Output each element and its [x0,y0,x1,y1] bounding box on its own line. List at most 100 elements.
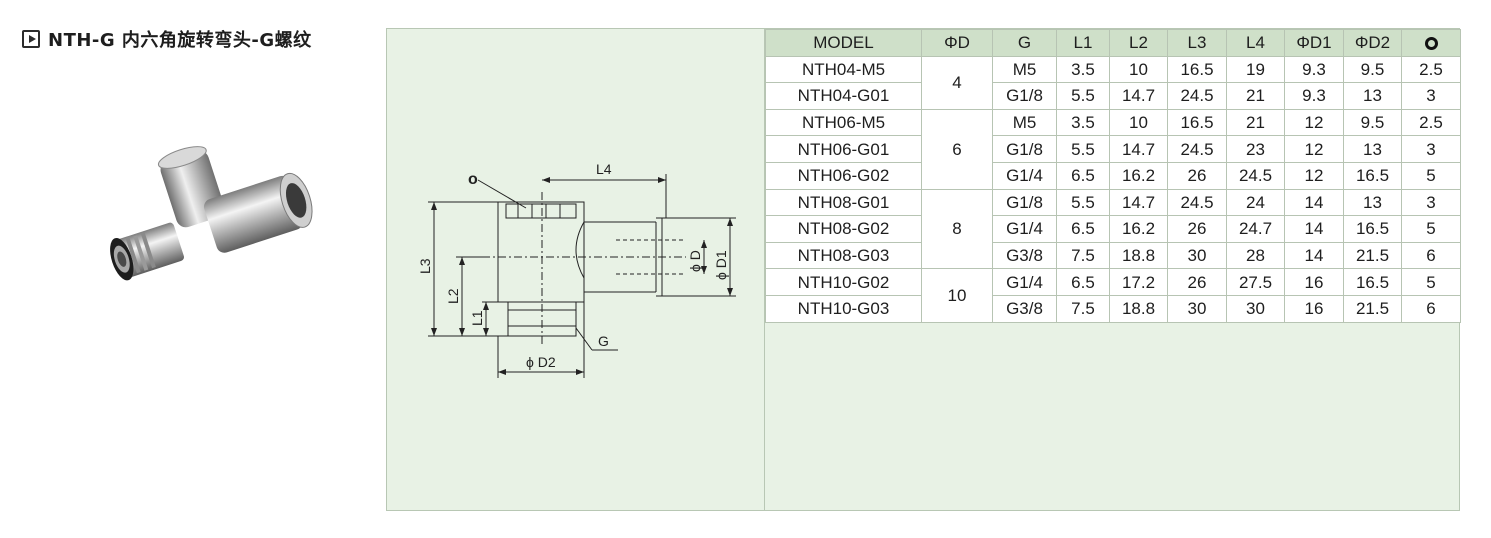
cell-l4: 19 [1226,55,1285,84]
table-row: NTH08-G03 G3/8 7.5 18.8 30 28 14 21.5 6 [765,241,1461,270]
cell-l2: 16.2 [1109,215,1168,243]
cell-l4: 23 [1226,135,1285,163]
cell-d2: 9.5 [1343,108,1402,137]
title-text: NTH-G 内六角旋转弯头-G螺纹 [48,30,312,51]
cell-d1: 14 [1284,215,1344,243]
section-title: NTH-G 内六角旋转弯头-G螺纹 [22,26,312,52]
cell-l3: 30 [1167,241,1227,270]
cell-d: 6 [921,108,993,190]
header-d: ΦD [921,29,993,57]
cell-l4: 27.5 [1226,268,1285,296]
cell-g: G1/8 [992,188,1057,217]
cell-oring: 3 [1401,82,1461,110]
cell-model: NTH08-G03 [765,241,922,270]
cell-model: NTH06-G02 [765,161,922,190]
cell-oring: 6 [1401,294,1461,323]
cell-d1: 12 [1284,108,1344,137]
header-l1: L1 [1056,29,1110,57]
cell-l2: 18.8 [1109,241,1168,270]
label-l4: L4 [596,161,612,177]
cell-d1: 16 [1284,268,1344,296]
cell-oring: 5 [1401,161,1461,190]
cell-l3: 24.5 [1167,82,1227,110]
cell-l2: 18.8 [1109,294,1168,323]
cell-l1: 7.5 [1056,241,1110,270]
table-row: NTH04-G01 G1/8 5.5 14.7 24.5 21 9.3 13 3 [765,82,1461,110]
cell-l2: 17.2 [1109,268,1168,296]
cell-oring: 3 [1401,135,1461,163]
label-l3: L3 [417,258,433,274]
cell-g: G1/4 [992,268,1057,296]
cell-g: G3/8 [992,294,1057,323]
cell-model: NTH10-G03 [765,294,922,323]
label-d2: ϕ D2 [526,354,556,370]
cell-model: NTH04-M5 [765,55,922,84]
cell-l2: 14.7 [1109,135,1168,163]
cell-d2: 13 [1343,135,1402,163]
cell-g: M5 [992,108,1057,137]
cell-l1: 7.5 [1056,294,1110,323]
cell-l3: 24.5 [1167,135,1227,163]
cell-d2: 13 [1343,82,1402,110]
table-row: NTH04-M5 4 M5 3.5 10 16.5 19 9.3 9.5 2.5 [765,55,1461,110]
cell-d1: 14 [1284,241,1344,270]
product-photo [110,146,313,281]
cell-oring: 5 [1401,215,1461,243]
cell-d: 8 [921,188,993,270]
cell-d1: 12 [1284,161,1344,190]
cell-l3: 24.5 [1167,188,1227,217]
cell-g: G1/4 [992,215,1057,243]
cell-d2: 16.5 [1343,215,1402,243]
header-d1: ΦD1 [1284,29,1344,57]
cell-model: NTH08-G01 [765,188,922,217]
cell-model: NTH04-G01 [765,82,922,110]
cell-l1: 3.5 [1056,55,1110,84]
table-row: NTH08-G02 G1/4 6.5 16.2 26 24.7 14 16.5 … [765,215,1461,243]
cell-oring: 6 [1401,241,1461,270]
label-g: G [598,333,609,349]
o-ring-icon [1424,37,1438,51]
header-l4: L4 [1226,29,1285,57]
cell-d2: 13 [1343,188,1402,217]
table-row: NTH10-G03 G3/8 7.5 18.8 30 30 16 21.5 6 [765,294,1461,323]
cell-g: G3/8 [992,241,1057,270]
cell-l3: 16.5 [1167,55,1227,84]
cell-l4: 30 [1226,294,1285,323]
cell-l1: 5.5 [1056,135,1110,163]
cell-g: G1/4 [992,161,1057,190]
cell-l4: 24.5 [1226,161,1285,190]
cell-l3: 16.5 [1167,108,1227,137]
cell-d1: 9.3 [1284,55,1344,84]
play-icon [22,30,40,48]
spec-table: MODEL ΦD G L1 L2 L3 L4 ΦD1 ΦD2 NTH04-M5 … [765,29,1461,323]
cell-oring: 3 [1401,188,1461,217]
cell-l1: 3.5 [1056,108,1110,137]
cell-d1: 9.3 [1284,82,1344,110]
cell-d2: 21.5 [1343,241,1402,270]
panel-divider [764,28,765,511]
cell-oring: 2.5 [1401,108,1461,137]
cell-g: M5 [992,55,1057,84]
cell-model: NTH10-G02 [765,268,922,296]
cell-oring: 2.5 [1401,55,1461,84]
header-l2: L2 [1109,29,1168,57]
table-header-row: MODEL ΦD G L1 L2 L3 L4 ΦD1 ΦD2 [765,29,1461,57]
cell-d2: 9.5 [1343,55,1402,84]
header-model: MODEL [765,29,922,57]
cell-d2: 16.5 [1343,268,1402,296]
table-row: NTH06-G02 G1/4 6.5 16.2 26 24.5 12 16.5 … [765,161,1461,190]
header-g: G [992,29,1057,57]
cell-l4: 24 [1226,188,1285,217]
label-d1: ϕ D1 [713,250,729,280]
cell-l2: 14.7 [1109,188,1168,217]
label-d: ϕ D [687,250,703,272]
cell-d1: 16 [1284,294,1344,323]
cell-l2: 14.7 [1109,82,1168,110]
cell-model: NTH08-G02 [765,215,922,243]
cell-l3: 26 [1167,215,1227,243]
header-oring [1401,29,1461,57]
label-oring: o [468,171,478,188]
cell-l1: 5.5 [1056,188,1110,217]
cell-l2: 10 [1109,55,1168,84]
label-l2: L2 [445,288,461,304]
